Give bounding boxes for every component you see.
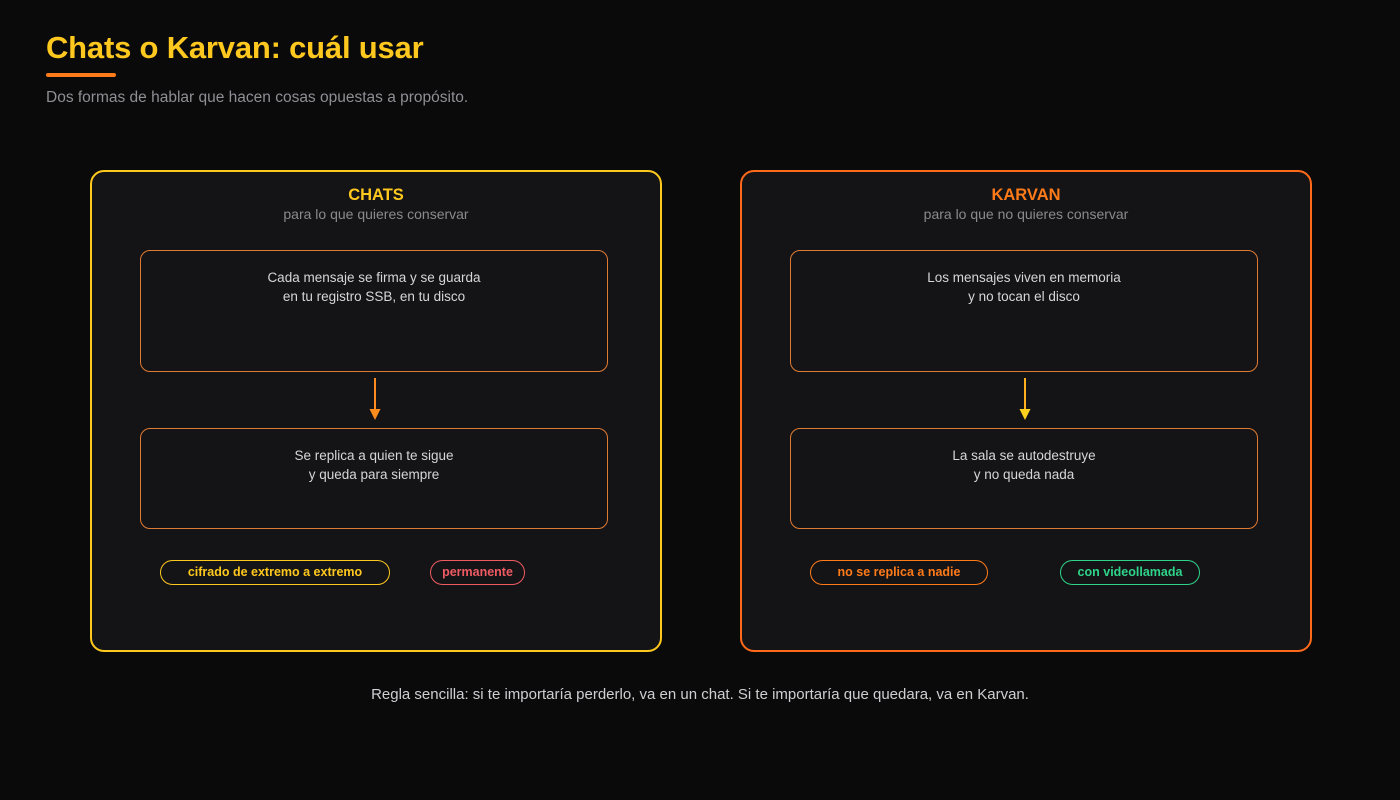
chats-step-store-line-1: Cada mensaje se firma y se guarda [267,270,481,285]
karvan-step-selfdestruct-line-1: La sala se autodestruye [952,448,1096,463]
chats-tag-e2e: cifrado de extremo a extremo [160,560,390,585]
chats-tagline: para lo que quieres conservar [283,206,469,222]
chats-tag-permanent: permanente [430,560,525,585]
title-underline [46,73,116,77]
chats-step-replicate-line-2: y queda para siempre [308,467,440,482]
page-subtitle: Dos formas de hablar que hacen cosas opu… [46,89,469,106]
karvan-flow-arrow-icon [1019,378,1031,420]
karvan-step-selfdestruct: La sala se autodestruye y no queda nada [790,428,1258,529]
karvan-step-memory-line-1: Los mensajes viven en memoria [927,270,1121,285]
chats-step-replicate: Se replica a quien te sigue y queda para… [140,428,608,529]
chats-step-replicate-line-1: Se replica a quien te sigue [294,448,454,463]
karvan-step-memory-line-2: y no tocan el disco [968,289,1080,304]
footer-rule: Regla sencilla: si te importaría perderl… [371,686,1029,703]
karvan-tagline: para lo que no quieres conservar [923,206,1129,222]
chats-step-store-line-2: en tu registro SSB, en tu disco [282,289,466,304]
karvan-step-selfdestruct-line-2: y no queda nada [973,467,1075,482]
chats-flow-arrow-icon [369,378,381,420]
chats-step-store: Cada mensaje se firma y se guarda en tu … [140,250,608,372]
karvan-step-memory: Los mensajes viven en memoria y no tocan… [790,250,1258,372]
karvan-tag-no-replica: no se replica a nadie [810,560,988,585]
page-title: Chats o Karvan: cuál usar [46,30,424,65]
chats-panel: CHATS para lo que quieres conservar Cada… [90,170,662,652]
karvan-tag-video: con videollamada [1060,560,1200,585]
karvan-heading: KARVAN [991,186,1061,204]
chats-heading: CHATS [348,186,404,204]
karvan-panel: KARVAN para lo que no quieres conservar … [740,170,1312,652]
